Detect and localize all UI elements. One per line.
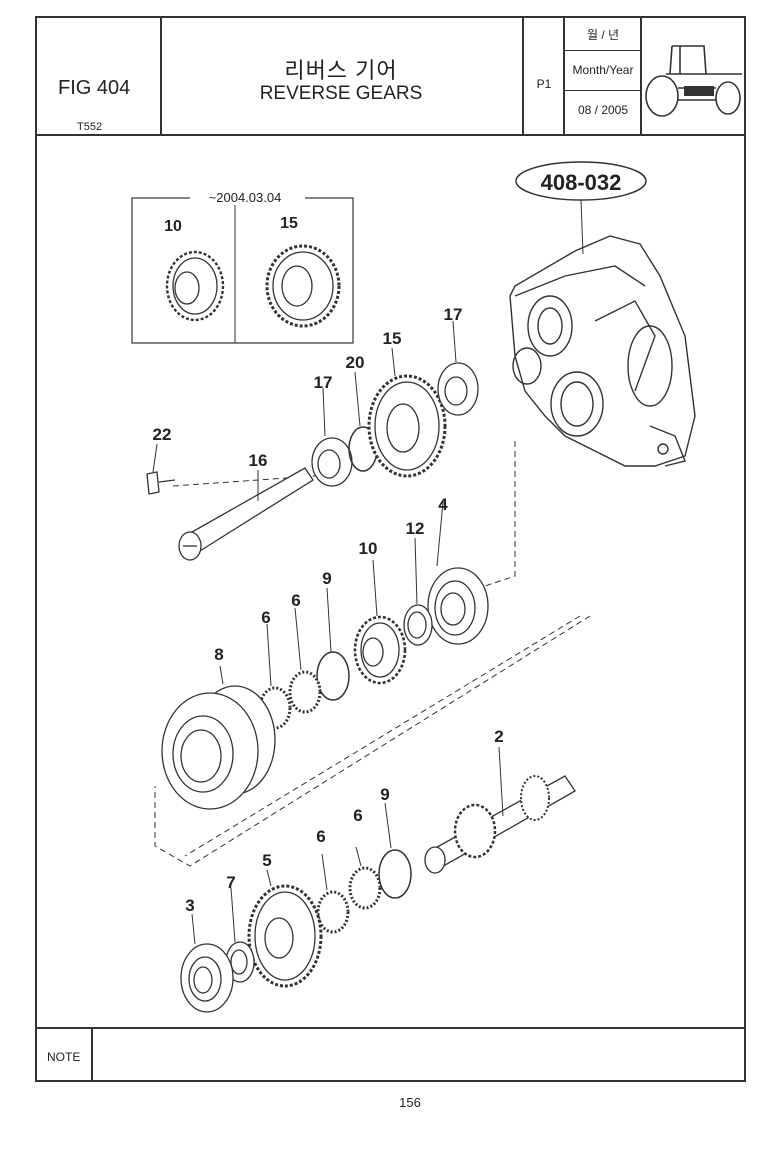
reference-callout-oval: [515, 161, 647, 201]
date-label-korean: 월 / 년: [586, 28, 620, 42]
gear-10: [353, 615, 407, 685]
note-top-border: [35, 1027, 746, 1029]
callout-6-upper-b: 6: [291, 591, 300, 610]
gear-housing: [509, 235, 696, 467]
title-korean: 리버스 기어: [284, 58, 398, 83]
gear-5: [247, 884, 323, 988]
bearing-17-lower: [311, 437, 353, 487]
date-row-divider-1: [563, 50, 641, 51]
inset-gear-10: [165, 250, 225, 322]
bearing-4: [427, 567, 489, 645]
header-divider: [35, 134, 746, 136]
model-code: T552: [77, 121, 103, 133]
callout-leaders: [152, 320, 504, 945]
figure-number: FIG 404: [58, 77, 131, 99]
main-shaft-2: [424, 775, 576, 874]
note-divider: [91, 1027, 93, 1082]
callout-16: 16: [249, 451, 268, 470]
callout-8: 8: [214, 645, 223, 664]
reference-callout-text: 408-032: [541, 170, 622, 195]
inset-date: ~2004.03.04: [209, 190, 282, 205]
page-number: 156: [399, 1095, 421, 1110]
snap-ring-9-upper: [316, 651, 350, 701]
callout-6-upper-a: 6: [261, 608, 270, 627]
gear-15: [367, 374, 447, 478]
callout-22: 22: [153, 425, 172, 444]
needle-bearings-6-upper: [258, 670, 322, 730]
callout-7: 7: [226, 873, 235, 892]
page-frame: [35, 16, 746, 1082]
header-col-divider-2: [522, 16, 524, 136]
callout-15: 15: [383, 329, 402, 348]
callout-4: 4: [438, 495, 448, 514]
clutch-hub-8: [161, 685, 276, 810]
inset-box: [131, 191, 354, 344]
bearing-3: [180, 943, 234, 1013]
date-value: 08 / 2005: [577, 103, 629, 117]
callout-12: 12: [406, 519, 425, 538]
exploded-parts-diagram: 408-032 ~2004.03.04 10 15: [131, 161, 696, 1013]
snap-ring-9-lower: [378, 849, 412, 899]
header-col-divider-1: [160, 16, 162, 136]
header-col-divider-3: [563, 16, 565, 136]
header-col-divider-4: [640, 16, 642, 136]
callout-3: 3: [185, 896, 194, 915]
callout-2: 2: [494, 727, 503, 746]
shaft-16: [178, 467, 314, 561]
bolt-22: [146, 471, 176, 495]
callout-9-lower: 9: [380, 785, 389, 804]
callout-9-upper: 9: [322, 569, 331, 588]
assembly-lines: [154, 441, 591, 867]
date-label-english: Month/Year: [572, 63, 634, 77]
page-code: P1: [536, 77, 552, 91]
date-row-divider-2: [563, 90, 641, 91]
callout-5: 5: [262, 851, 271, 870]
callout-10: 10: [359, 539, 378, 558]
washer-12: [403, 604, 433, 646]
note-label: NOTE: [47, 1050, 81, 1064]
callout-20: 20: [346, 353, 365, 372]
callout-6-lower-a: 6: [316, 827, 325, 846]
title-english: REVERSE GEARS: [259, 83, 423, 104]
tractor-logo: [645, 45, 742, 117]
inset-gear-15: [265, 244, 341, 328]
inset-callout-15: 15: [280, 215, 298, 232]
callout-17-lower: 17: [314, 373, 333, 392]
reference-leader: [580, 199, 584, 255]
inset-callout-10: 10: [164, 218, 182, 235]
bearing-17-upper: [437, 362, 479, 416]
needle-bearings-6-lower: [316, 866, 382, 934]
callout-6-lower-b: 6: [353, 806, 362, 825]
callout-17-upper: 17: [444, 305, 463, 324]
